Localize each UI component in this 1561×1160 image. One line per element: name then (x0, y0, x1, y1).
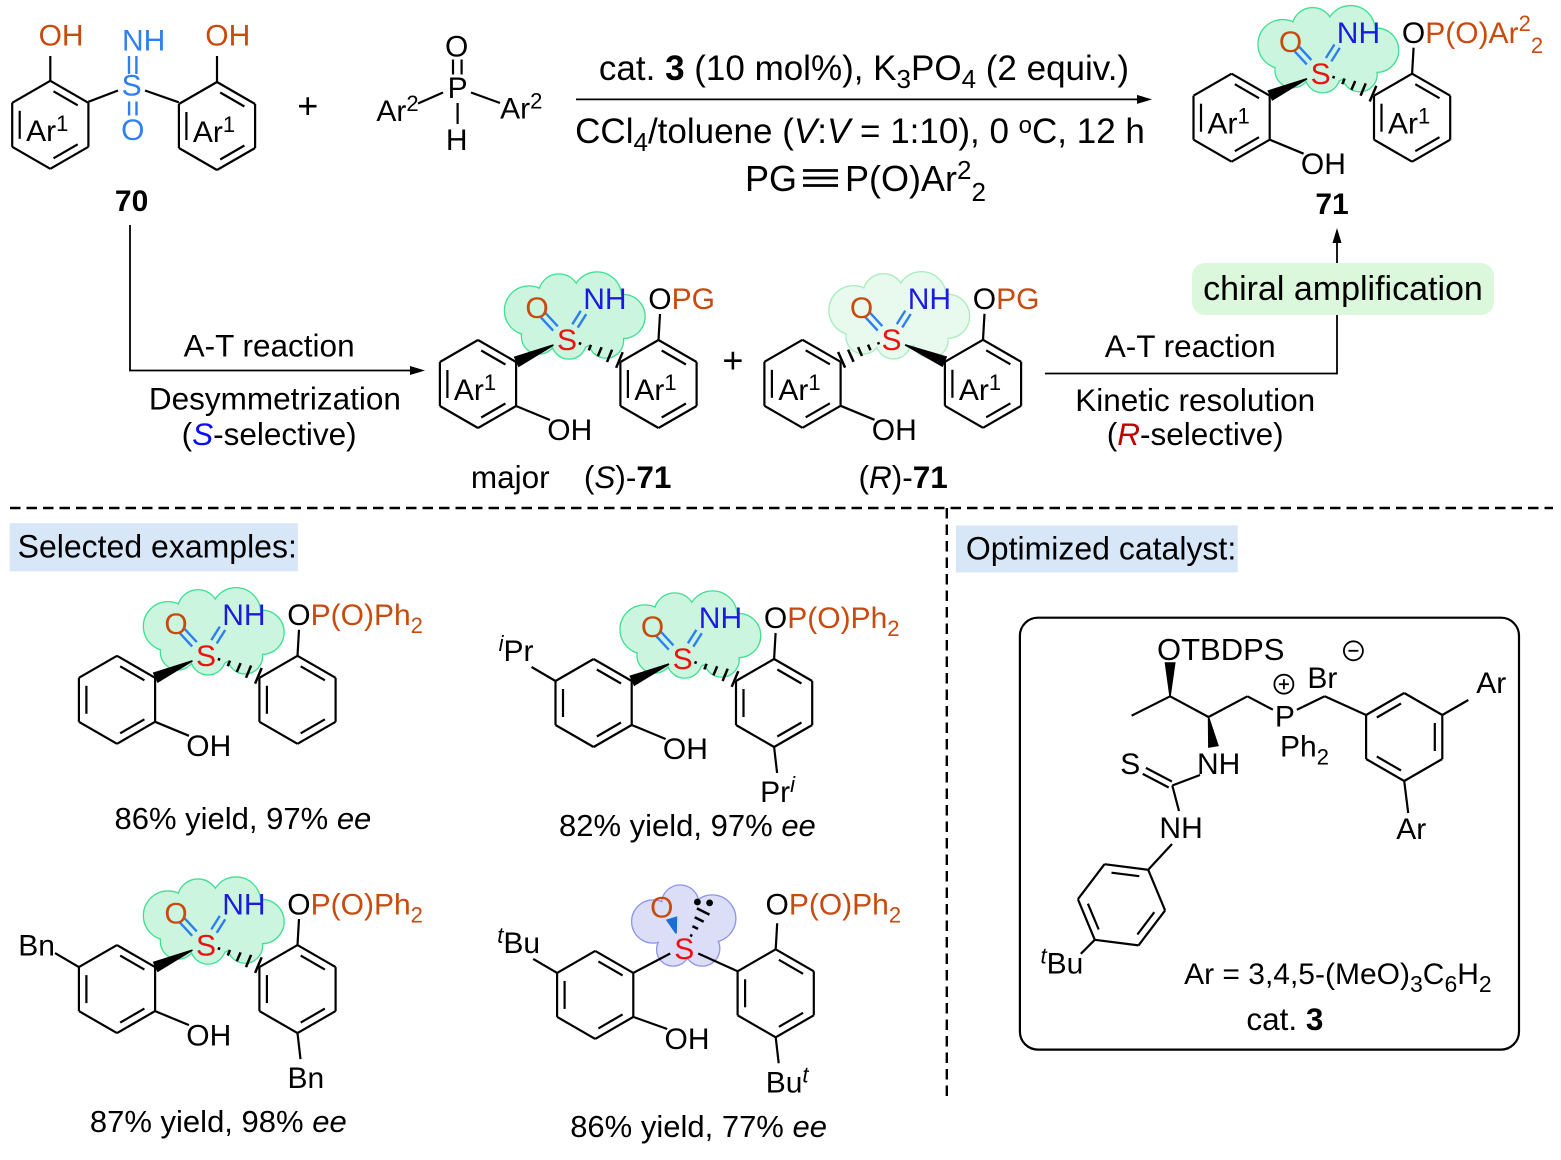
svg-text:cat. 3: cat. 3 (1246, 1001, 1323, 1037)
svg-text:H: H (446, 124, 468, 157)
svg-text:S: S (196, 640, 216, 673)
svg-text:OTBDPS: OTBDPS (1157, 632, 1284, 667)
svg-text:S: S (196, 929, 216, 962)
svg-text:O: O (641, 611, 664, 644)
svg-text:Ar2: Ar2 (500, 89, 542, 126)
svg-text:PG: PG (745, 158, 797, 199)
svg-text:O: O (650, 892, 673, 925)
svg-text:Ar2: Ar2 (376, 91, 418, 128)
svg-text:tBu: tBu (497, 923, 540, 960)
svg-text:A-T reaction: A-T reaction (1105, 328, 1276, 364)
svg-text:Ar1: Ar1 (1207, 104, 1249, 141)
svg-text:86% yield, 97% ee: 86% yield, 97% ee (115, 801, 372, 836)
svg-text:S: S (1311, 58, 1331, 91)
svg-text:NH: NH (699, 602, 742, 635)
svg-text:71: 71 (1315, 188, 1348, 221)
svg-text:Selected examples:: Selected examples: (18, 529, 297, 565)
svg-text:70: 70 (115, 185, 148, 218)
svg-text:Ar1: Ar1 (1388, 104, 1430, 141)
svg-text:NH: NH (122, 25, 165, 58)
svg-text:S: S (1120, 748, 1140, 781)
svg-text:OPG: OPG (648, 283, 715, 316)
svg-text:OH: OH (205, 20, 250, 53)
svg-text:OH: OH (186, 1019, 231, 1052)
svg-text:Br: Br (1307, 662, 1337, 695)
svg-text:Ar1: Ar1 (634, 370, 676, 407)
svg-text:Bn: Bn (18, 930, 55, 963)
svg-text:O: O (445, 31, 468, 64)
svg-text:87% yield, 98% ee: 87% yield, 98% ee (90, 1104, 347, 1139)
svg-text:NH: NH (1197, 748, 1240, 781)
svg-text:+: + (297, 85, 318, 126)
svg-text:NH: NH (222, 599, 265, 632)
svg-text:P(O)Ar22: P(O)Ar22 (845, 155, 986, 207)
svg-text:OPG: OPG (973, 283, 1040, 316)
svg-text:OP(O)Ph2: OP(O)Ph2 (287, 599, 423, 638)
svg-text:OH: OH (663, 733, 708, 766)
svg-text:NH: NH (583, 283, 626, 316)
svg-text:OH: OH (39, 20, 84, 53)
svg-text:S: S (881, 324, 901, 357)
svg-text:(R-selective): (R-selective) (1107, 416, 1284, 452)
svg-text:O: O (121, 114, 144, 147)
svg-text:(R)-71: (R)-71 (858, 459, 947, 495)
svg-text:S: S (674, 933, 694, 966)
svg-text:O: O (525, 292, 548, 325)
svg-text:86% yield, 77% ee: 86% yield, 77% ee (570, 1109, 827, 1144)
svg-text:Ar = 3,4,5-(MeO)3C6H2: Ar = 3,4,5-(MeO)3C6H2 (1184, 958, 1492, 997)
svg-text:OH: OH (547, 414, 592, 447)
svg-text:NH: NH (1337, 17, 1380, 50)
svg-text:S: S (673, 643, 693, 676)
svg-text:Ar: Ar (1476, 667, 1506, 700)
svg-text:82% yield, 97% ee: 82% yield, 97% ee (559, 808, 816, 843)
svg-text:(S)-71: (S)-71 (584, 459, 672, 495)
svg-text:O: O (850, 292, 873, 325)
svg-text:Ar1: Ar1 (26, 111, 68, 148)
svg-text:NH: NH (908, 283, 951, 316)
svg-text:tBu: tBu (1041, 943, 1084, 980)
svg-text:O: O (164, 897, 187, 930)
svg-text:A-T reaction: A-T reaction (184, 328, 355, 364)
svg-text:Kinetic resolution: Kinetic resolution (1075, 382, 1315, 418)
svg-text:Pri: Pri (760, 772, 796, 809)
svg-text:But: But (766, 1062, 810, 1099)
svg-text:S: S (557, 324, 577, 357)
svg-text:P: P (448, 72, 468, 105)
svg-text:Ar1: Ar1 (959, 370, 1001, 407)
svg-text:OH: OH (1301, 148, 1346, 181)
svg-text:major: major (471, 459, 550, 495)
svg-text:OP(O)Ph2: OP(O)Ph2 (287, 888, 423, 927)
svg-text:iPr: iPr (499, 631, 534, 668)
svg-text:O: O (164, 608, 187, 641)
svg-text:O: O (1279, 26, 1302, 59)
svg-text:Ar1: Ar1 (454, 370, 496, 407)
svg-text:CCl4/toluene (V:V = 1:10), 0 o: CCl4/toluene (V:V = 1:10), 0 oC, 12 h (575, 112, 1145, 157)
svg-text:Ar1: Ar1 (193, 112, 235, 149)
svg-text:chiral amplification: chiral amplification (1203, 270, 1483, 308)
svg-text:OH: OH (872, 414, 917, 447)
svg-text:+: + (722, 340, 743, 381)
svg-text:OP(O)Ph2: OP(O)Ph2 (766, 889, 902, 928)
svg-text:Bn: Bn (288, 1062, 325, 1095)
svg-text:Ph2: Ph2 (1280, 731, 1329, 770)
svg-text:(S-selective): (S-selective) (182, 416, 357, 452)
svg-text:OH: OH (665, 1023, 710, 1056)
svg-text:Optimized catalyst:: Optimized catalyst: (966, 531, 1236, 567)
svg-text:Desymmetrization: Desymmetrization (149, 381, 401, 417)
svg-text:OP(O)Ph2: OP(O)Ph2 (764, 602, 900, 641)
svg-text:S: S (122, 70, 142, 103)
svg-text:OP(O)Ar22: OP(O)Ar22 (1402, 11, 1543, 58)
svg-text:Ar: Ar (1396, 813, 1426, 846)
svg-text:NH: NH (222, 888, 265, 921)
svg-text:NH: NH (1159, 812, 1202, 845)
svg-text:Ar1: Ar1 (778, 370, 820, 407)
svg-text:cat. 3 (10 mol%), K3PO4 (2 equ: cat. 3 (10 mol%), K3PO4 (2 equiv.) (599, 49, 1129, 94)
svg-text:OH: OH (186, 730, 231, 763)
svg-text:P: P (1275, 700, 1295, 733)
